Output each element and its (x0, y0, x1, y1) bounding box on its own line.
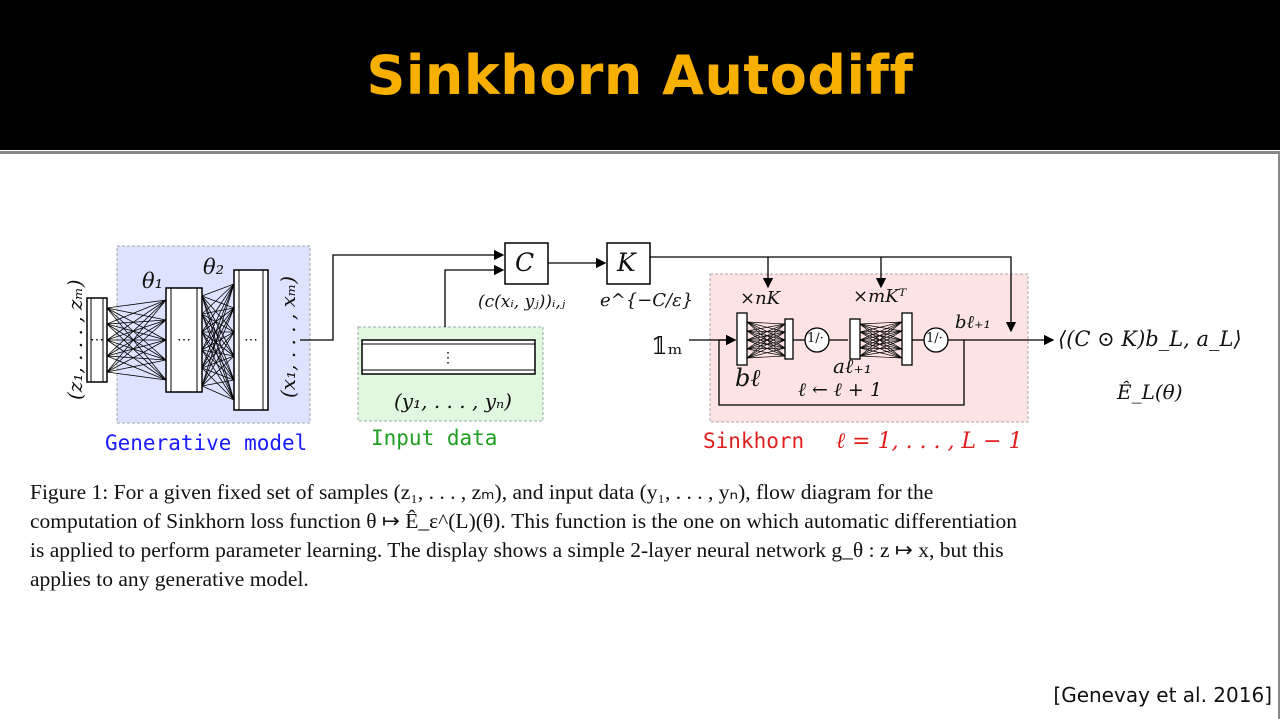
output-loss: Ê_L(θ) (1117, 380, 1183, 404)
reciprocal-label-2: 1/· (926, 331, 943, 346)
caption-line: is applied to perform parameter learning… (30, 538, 1004, 562)
header-divider (0, 151, 1280, 154)
svg-text:⋮: ⋮ (441, 350, 455, 366)
citation: [Genevay et al. 2016] (1053, 683, 1272, 707)
caption-line: applies to any generative model. (30, 567, 309, 591)
mKT-intermediate-block (901, 312, 913, 366)
loop-back-arrow (718, 334, 965, 406)
loop-update-label: ℓ ← ℓ + 1 (798, 379, 882, 401)
output-expression: ⟨(C ⊙ K)b_L, a_L⟩ (1058, 327, 1242, 351)
caption-line: computation of Sinkhorn loss function θ … (30, 509, 1018, 533)
diagram-canvas: ⋯ ⋯ ⋯ ⋮ (86, 242, 1055, 424)
a-vector-block (849, 318, 861, 360)
sinkhorn-caption: Sinkhorn (703, 429, 805, 453)
nK-intermediate-block (784, 318, 794, 360)
figure-caption: Figure 1: For a given fixed set of sampl… (30, 478, 1252, 594)
caption-line: Figure 1: For a given fixed set of sampl… (30, 480, 934, 504)
kernel-node-label: K (617, 248, 636, 277)
arrow-y-to-C (444, 264, 505, 327)
layer2-connections (201, 283, 235, 401)
svg-text:⋯: ⋯ (90, 332, 104, 348)
svg-text:⋯: ⋯ (177, 332, 191, 348)
b-vector-block (736, 312, 748, 366)
z-vector-label: (z₁, . . . , zₘ) (63, 279, 87, 400)
input-data-caption: Input data (371, 426, 498, 450)
times-nK-label: ×nK (740, 288, 781, 309)
right-border (1278, 151, 1280, 719)
slide-title: Sinkhorn Autodiff (366, 44, 914, 107)
reciprocal-label-1: 1/· (807, 331, 824, 346)
generative-model-caption: Generative model (105, 431, 308, 455)
sinkhorn-region (709, 273, 1029, 423)
kernel-node (606, 242, 651, 285)
sinkhorn-range: ℓ = 1, . . . , L − 1 (836, 429, 1023, 454)
times-mKT-label: ×mKᵀ (853, 286, 907, 307)
output-layer (233, 269, 269, 411)
theta1-label: θ₁ (142, 269, 164, 293)
title-bar: Sinkhorn Autodiff (0, 0, 1280, 150)
y-vector-label: (y₁, . . . , yₙ) (394, 389, 512, 413)
cost-node (504, 242, 549, 285)
cost-node-label: C (515, 248, 535, 277)
nK-connections (746, 321, 786, 359)
layer1-connections (106, 299, 167, 381)
a-l1-label: aℓ₊₁ (833, 354, 872, 378)
mKT-connections (859, 321, 903, 359)
b-l1-label: bℓ₊₁ (955, 312, 991, 333)
theta2-label: θ₂ (203, 255, 225, 279)
arrow-K-to-output (650, 256, 1017, 333)
cost-formula: (c(xᵢ, yⱼ))ᵢ,ⱼ (478, 292, 566, 312)
kernel-formula: e^{−C/ε} (600, 290, 694, 311)
b-l-label: bℓ (735, 364, 761, 392)
ones-m-label: 𝟙ₘ (651, 332, 683, 360)
arrow-x-to-C (300, 249, 505, 341)
flow-diagram: ⋯ ⋯ ⋯ ⋮ (z₁, . . . , zₘ) (x₁, . (0, 230, 1280, 470)
svg-text:⋯: ⋯ (244, 332, 258, 348)
x-vector-label: (x₁, . . . , xₘ) (276, 275, 300, 398)
